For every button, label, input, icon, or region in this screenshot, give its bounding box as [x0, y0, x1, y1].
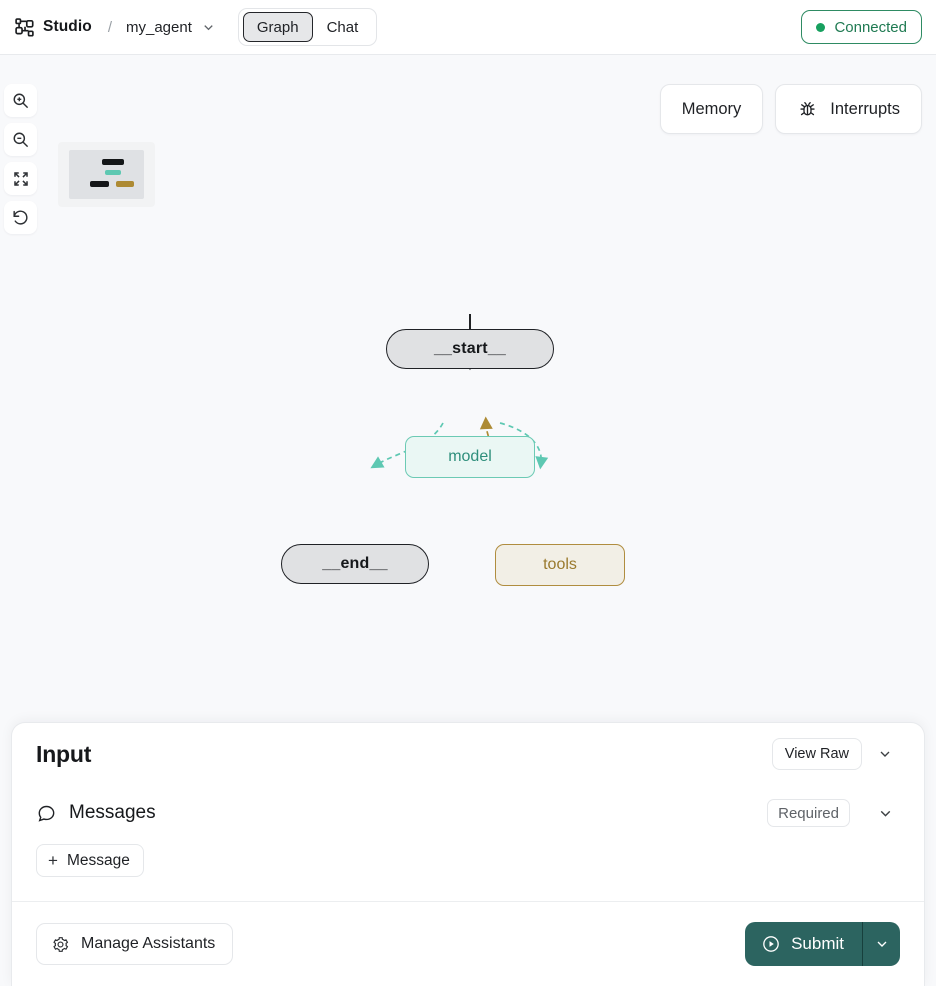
messages-label: Messages	[69, 802, 156, 823]
view-tabs: Graph Chat	[237, 8, 378, 46]
interrupts-button-label: Interrupts	[830, 99, 900, 118]
brand[interactable]: Studio	[14, 17, 92, 38]
required-badge: Required	[767, 799, 850, 827]
fit-view-icon[interactable]	[4, 162, 37, 195]
graph-node-end-label: __end__	[322, 555, 388, 572]
submit-dropdown-chevron-down-icon[interactable]	[862, 922, 900, 966]
breadcrumb-separator: /	[107, 18, 112, 36]
graph-node-end[interactable]: __end__	[281, 544, 429, 584]
panel-footer: Manage Assistants Submit	[12, 902, 924, 986]
view-raw-button[interactable]: View Raw	[771, 738, 862, 770]
play-circle-icon	[761, 934, 781, 954]
submit-button-group: Submit	[745, 922, 900, 966]
tab-chat[interactable]: Chat	[313, 12, 373, 42]
gear-icon	[51, 935, 70, 954]
minimap-viewport	[69, 150, 144, 199]
brand-name: Studio	[43, 18, 92, 35]
graph-node-start[interactable]: __start__	[386, 329, 554, 369]
zoom-out-icon[interactable]	[4, 123, 37, 156]
status-dot-icon	[816, 22, 826, 32]
zoom-toolbar	[4, 84, 37, 234]
manage-assistants-label: Manage Assistants	[81, 935, 216, 952]
reset-icon[interactable]	[4, 201, 37, 234]
zoom-in-icon[interactable]	[4, 84, 37, 117]
interrupts-button[interactable]: Interrupts	[775, 84, 922, 134]
graph-node-tools[interactable]: tools	[495, 544, 625, 586]
chat-bubble-icon	[36, 803, 57, 824]
tab-graph[interactable]: Graph	[242, 12, 313, 42]
minimap-node-tools	[116, 181, 134, 187]
agent-name: my_agent	[125, 18, 192, 36]
add-message-row: + Message	[12, 841, 924, 901]
input-panel: Input View Raw Messages Required +	[11, 722, 925, 986]
app-header: Studio / my_agent Graph Chat Connected	[0, 0, 936, 55]
connection-status-badge[interactable]: Connected	[801, 10, 922, 44]
page-title: Input	[36, 740, 92, 767]
submit-button[interactable]: Submit	[745, 922, 862, 966]
messages-section-header: Messages Required	[12, 785, 924, 841]
add-message-button[interactable]: + Message	[36, 844, 144, 877]
manage-assistants-button[interactable]: Manage Assistants	[36, 923, 234, 965]
minimap-node-start	[102, 159, 124, 165]
graph-minimap[interactable]	[58, 142, 155, 207]
agent-selector[interactable]: my_agent	[126, 19, 216, 36]
add-message-label: Message	[66, 851, 130, 869]
graph-node-model-label: model	[448, 448, 492, 465]
chevron-down-icon	[201, 20, 216, 35]
plus-icon: +	[48, 851, 58, 870]
messages-chevron-down-icon[interactable]	[870, 798, 900, 828]
panel-divider	[12, 901, 924, 902]
connection-status-label: Connected	[834, 18, 907, 36]
minimap-node-model	[105, 170, 121, 175]
canvas-actions: Memory Interrupts	[659, 84, 922, 134]
minimap-node-end	[90, 181, 109, 187]
memory-button-label: Memory	[681, 99, 742, 118]
memory-button[interactable]: Memory	[659, 84, 764, 134]
input-panel-header: Input View Raw	[12, 723, 924, 785]
graph-node-tools-label: tools	[543, 556, 577, 573]
input-collapse-chevron-down-icon[interactable]	[870, 739, 900, 769]
workflow-graph-icon	[14, 17, 35, 38]
submit-label: Submit	[791, 934, 844, 953]
graph-node-start-label: __start__	[433, 340, 507, 357]
graph-node-model[interactable]: model	[405, 436, 535, 478]
bug-icon	[797, 99, 818, 120]
